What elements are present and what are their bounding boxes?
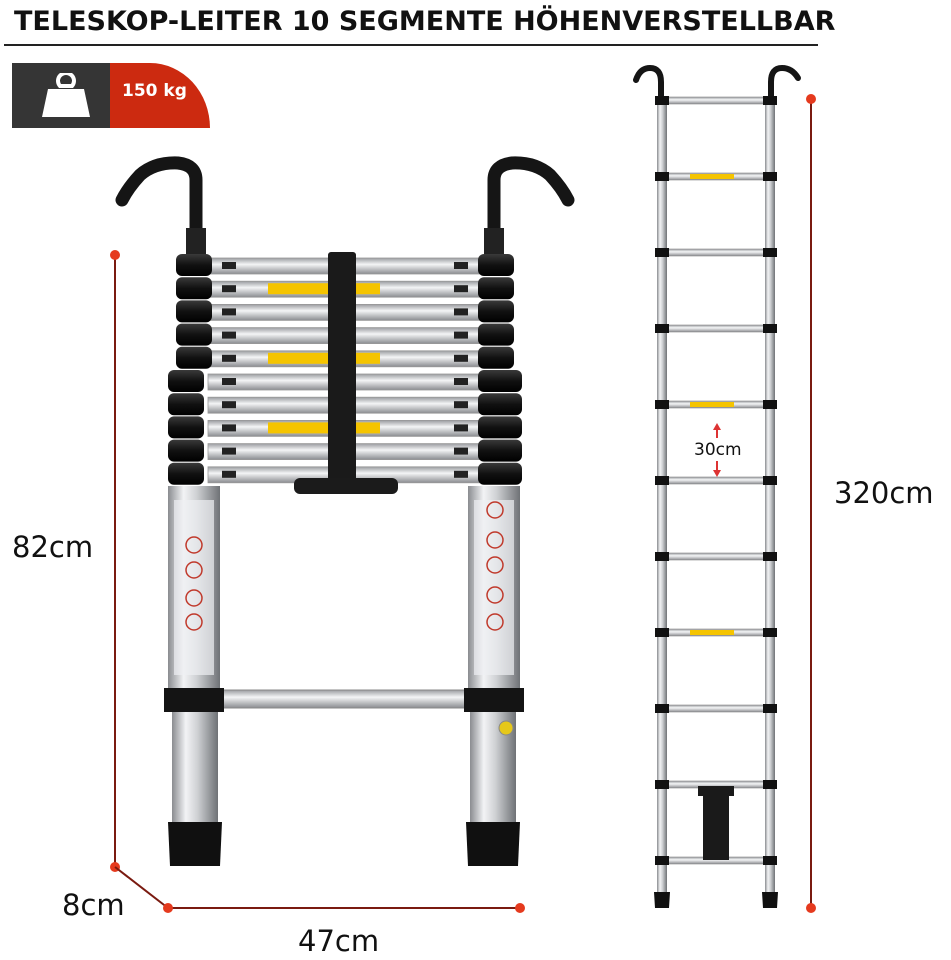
extended-rung (659, 704, 773, 713)
page-title: TELESKOP-LEITER 10 SEGMENTE HÖHENVERSTEL… (14, 6, 836, 37)
weight-icon (42, 73, 90, 117)
extended-rung (659, 476, 773, 485)
load-capacity-badge: 150 kg (12, 63, 210, 128)
extended-rung (659, 552, 773, 561)
extended-rung (659, 248, 773, 257)
rung-spacing-arrows (713, 423, 721, 477)
folded-height-label: 82cm (12, 530, 94, 564)
width-label: 47cm (298, 924, 380, 958)
title-underline (4, 44, 818, 46)
extended-rung (659, 96, 773, 105)
depth-label: 8cm (62, 888, 125, 922)
folded-ladder (115, 156, 575, 866)
carry-strap (328, 252, 356, 482)
dimension-lines-folded (110, 250, 525, 913)
left-hook (115, 156, 203, 257)
dimension-line-extended (806, 94, 816, 913)
extended-ladder (633, 64, 801, 908)
load-capacity-label: 150 kg (122, 81, 187, 101)
extended-height-label: 320cm (834, 476, 934, 510)
rung-spacing-label: 30cm (694, 440, 742, 460)
right-hook (487, 156, 575, 257)
extended-rung (659, 324, 773, 333)
